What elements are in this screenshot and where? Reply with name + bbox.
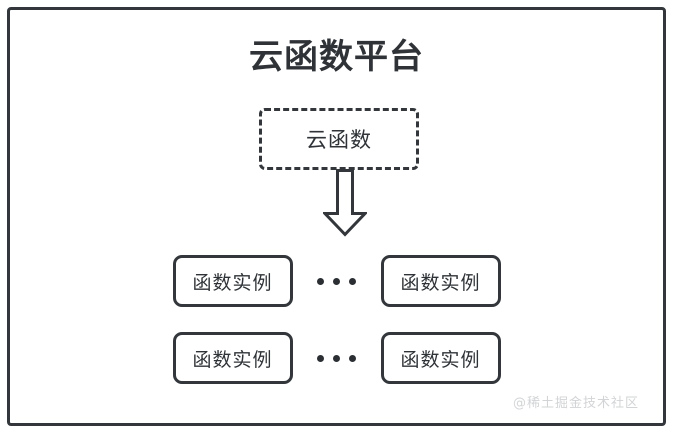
function-instance-node[interactable]: 函数实例	[380, 255, 501, 307]
down-block-arrow-icon	[321, 169, 369, 237]
down-block-arrow-svg	[321, 169, 369, 237]
instance-row: 函数实例 函数实例	[10, 332, 663, 384]
ellipsis-dot	[349, 354, 356, 362]
ellipsis-dot	[317, 354, 324, 362]
ellipsis-dot	[317, 277, 324, 285]
function-instance-node[interactable]: 函数实例	[380, 332, 501, 384]
ellipsis-icon	[293, 332, 381, 384]
function-instance-node[interactable]: 函数实例	[172, 332, 293, 384]
ellipsis-dot	[349, 277, 356, 285]
ellipsis-dot	[333, 277, 340, 285]
platform-boundary-box: 云函数平台 云函数 函数实例 函数实例 函数实例 函数实例	[7, 7, 666, 426]
cloud-function-label: 云函数	[306, 128, 372, 152]
function-instance-label: 函数实例	[400, 348, 481, 371]
cloud-function-node[interactable]: 云函数	[259, 108, 419, 170]
function-instance-label: 函数实例	[192, 348, 273, 371]
page-title: 云函数平台	[249, 37, 424, 77]
ellipsis-dot	[333, 354, 340, 362]
function-instance-label: 函数实例	[400, 271, 481, 294]
watermark: @稀土掘金技术社区	[512, 396, 639, 411]
function-instance-label: 函数实例	[192, 271, 273, 294]
ellipsis-icon	[293, 255, 381, 307]
function-instance-node[interactable]: 函数实例	[172, 255, 293, 307]
instance-row: 函数实例 函数实例	[10, 255, 663, 307]
